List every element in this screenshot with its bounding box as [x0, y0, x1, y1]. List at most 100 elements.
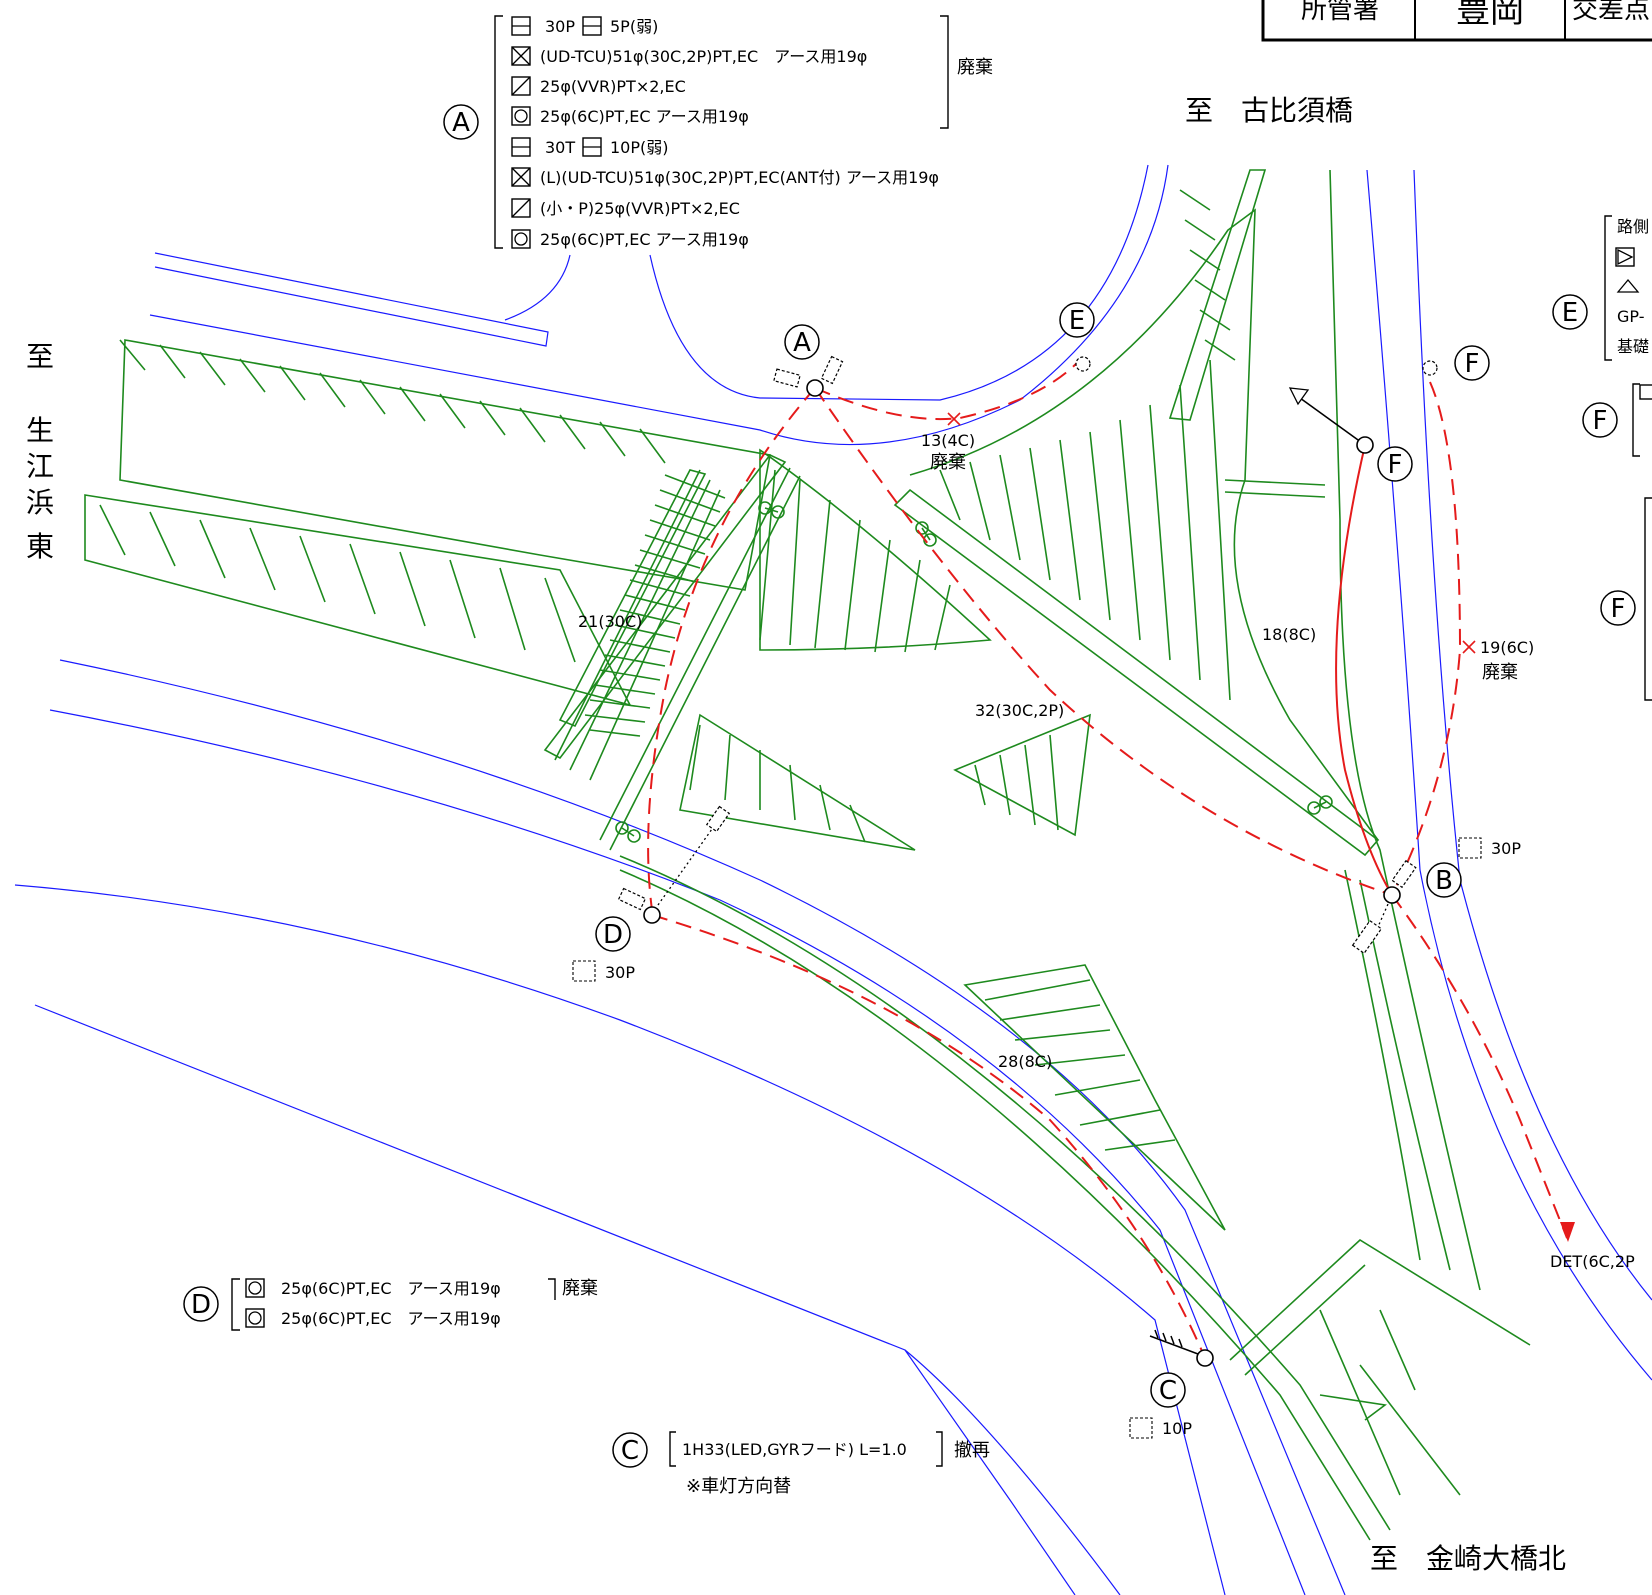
cable-28 [651, 914, 1206, 1359]
legend-e-line-1: 路側 [1617, 217, 1649, 236]
flag-icon [1288, 387, 1310, 406]
pole-e[interactable] [1075, 356, 1091, 372]
header-table: 所管署 豊岡 交差点 [1261, 0, 1652, 42]
legend-a-marker: A [452, 108, 470, 138]
cable-32 [814, 387, 1393, 896]
legend-f-large: F [1600, 497, 1652, 701]
legend-d: D 25φ(6C)PT,EC アース用19φ 廃棄 25φ(6C)PT,EC ア… [183, 1278, 598, 1331]
detector-icon [1615, 247, 1635, 267]
pole-markers: A E F F B D C [595, 302, 1490, 1408]
legend-d-line-1-action: 廃棄 [562, 1278, 598, 1299]
legend-d-marker: D [191, 1290, 211, 1320]
direction-west-5: 東 [26, 530, 54, 563]
marker-c: C [1159, 1376, 1177, 1406]
cable-circle-icon [511, 106, 531, 126]
legend-c-marker: C [621, 1436, 639, 1466]
legend-a-line-10: 25φ(6C)PT,EC アース用19φ [540, 230, 749, 249]
legend-a-line-1: 30P [545, 17, 575, 36]
pole-d[interactable] [643, 906, 661, 924]
legend-d-line-1: 25φ(6C)PT,EC アース用19φ [281, 1279, 501, 1298]
direction-south: 至 金崎大橋北 [1370, 1542, 1566, 1575]
cable-label-28: 28(8C) [998, 1052, 1052, 1071]
pole-symbol-icon [511, 137, 531, 157]
box-d-label: 30P [605, 963, 635, 982]
bicycle-icon [758, 501, 785, 519]
bicycle-icon [1307, 795, 1333, 815]
cable-21 [647, 387, 816, 911]
marker-f-old: F [1465, 349, 1480, 379]
bicycle-icon [615, 821, 641, 843]
cable-13 [814, 361, 1079, 421]
pole-symbol-icon [582, 16, 602, 36]
legend-e: E 路側 GP- 基礎 [1552, 215, 1649, 361]
legend-e-line-3: 基礎 [1617, 337, 1649, 356]
handholes: 30P 30P 10P [572, 837, 1521, 1439]
cable-x-icon [511, 46, 531, 66]
cable-label-det: DET(6C,2P [1550, 1252, 1635, 1271]
cable-19 [1391, 381, 1462, 896]
legend-a-line-6: 30T [545, 138, 575, 157]
pole-a[interactable] [806, 379, 824, 397]
legend-a-line-7: 10P(弱) [610, 138, 669, 157]
cable-labels: 13(4C) 廃棄 21(30C) 18(8C) 19(6C) 廃棄 32(30… [578, 431, 1635, 1271]
cable-label-21: 21(30C) [578, 612, 642, 631]
pole-symbol-icon [511, 16, 531, 36]
cable-label-32: 32(30C,2P) [975, 701, 1064, 720]
cable-label-18: 18(8C) [1262, 625, 1316, 644]
pavement-markings [84, 169, 1531, 1541]
direction-west-2: 生 [26, 414, 54, 447]
marker-a: A [793, 328, 811, 358]
legend-a-line-9: (小・P)25φ(VVR)PT×2,EC [540, 199, 740, 218]
cable-label-13: 13(4C) [921, 431, 975, 450]
cable-slash-icon [511, 198, 531, 218]
legend-f-large-marker: F [1611, 594, 1626, 624]
signal-head-b1 [1391, 859, 1417, 889]
legend-f-small: F [1582, 383, 1652, 457]
handhole-d-icon [572, 960, 596, 982]
poles [617, 355, 1438, 1367]
header-col1: 所管署 [1301, 0, 1379, 25]
direction-west-4: 浜 [26, 486, 54, 519]
marker-b: B [1435, 866, 1453, 896]
legend-c-note: ※車灯方向替 [686, 1476, 791, 1497]
legend-a-line-2: 5P(弱) [610, 17, 658, 36]
legend-e-line-2: GP- [1617, 307, 1644, 326]
direction-labels: 至 古比須橋 至 金崎大橋北 至 生 江 浜 東 [26, 94, 1566, 1575]
cable-routes [647, 361, 1575, 1359]
signal-head-a1 [773, 368, 801, 388]
legend-e-marker: E [1562, 298, 1578, 328]
pole-f-old[interactable] [1422, 360, 1438, 376]
signal-head-a2 [820, 355, 844, 385]
marker-e: E [1069, 306, 1085, 336]
cable-circle-icon [245, 1278, 265, 1298]
signal-head-d1 [617, 887, 647, 911]
signal-head-d2 [705, 805, 731, 833]
header-col2: 豊岡 [1456, 0, 1524, 31]
legend-f-small-marker: F [1593, 406, 1608, 436]
pole-b[interactable] [1383, 886, 1401, 904]
marker-d: D [603, 920, 623, 950]
pole-c[interactable] [1196, 1349, 1214, 1367]
legend-c-line: 1H33(LED,GYRフード) L=1.0 [682, 1440, 907, 1459]
legend-a-scrap: 廃棄 [957, 57, 993, 78]
legend-c: C 1H33(LED,GYRフード) L=1.0 撤再 ※車灯方向替 [612, 1431, 990, 1497]
cable-18 [1335, 444, 1393, 896]
legend-a-line-5: 25φ(6C)PT,EC アース用19φ [540, 107, 749, 126]
scrap-mark [947, 412, 961, 426]
cable-x-icon [511, 167, 531, 187]
cable-circle-icon [245, 1308, 265, 1328]
marker-f: F [1388, 450, 1403, 480]
pole-symbol-icon [582, 137, 602, 157]
road-edges [14, 164, 1652, 1595]
legend-a: A 廃棄 30P 5P(弱) (UD-TCU)51φ(30C,2P)PT,EC … [443, 15, 993, 249]
handhole-b-icon [1458, 837, 1482, 859]
direction-west-1: 至 [26, 340, 54, 373]
cable-slash-icon [511, 76, 531, 96]
cable-note-19: 廃棄 [1482, 662, 1518, 683]
triangle-icon [1616, 278, 1640, 293]
legend-a-line-3: (UD-TCU)51φ(30C,2P)PT,EC アース用19φ [540, 47, 867, 66]
pole-f[interactable] [1356, 436, 1374, 454]
box-c-label: 10P [1162, 1419, 1192, 1438]
cable-label-19: 19(6C) [1480, 638, 1534, 657]
